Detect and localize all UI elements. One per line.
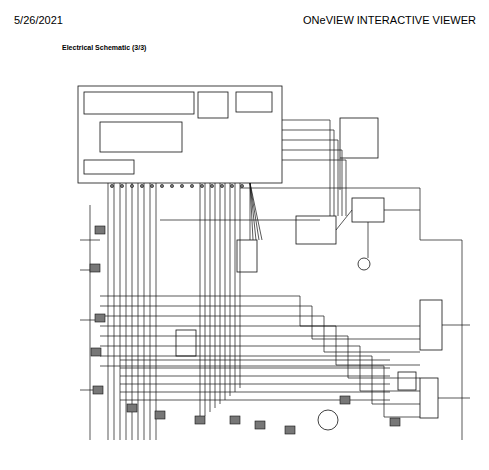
connector-block bbox=[420, 300, 442, 350]
wire bbox=[200, 183, 201, 420]
connector-plug bbox=[340, 396, 350, 404]
wire bbox=[144, 183, 145, 440]
switch bbox=[176, 330, 196, 356]
wire bbox=[120, 392, 390, 393]
connector-plug bbox=[95, 226, 105, 234]
wire bbox=[100, 366, 420, 417]
wire bbox=[205, 183, 206, 416]
battery bbox=[352, 198, 384, 222]
connector-plug bbox=[93, 386, 103, 394]
wire bbox=[100, 316, 420, 352]
wire-junction bbox=[210, 184, 213, 187]
connector-plug bbox=[95, 314, 105, 322]
connector-plug bbox=[255, 421, 265, 429]
connector bbox=[398, 372, 416, 390]
connector-plug bbox=[390, 418, 400, 426]
wire bbox=[126, 183, 127, 440]
wire bbox=[235, 183, 236, 392]
wire-junction bbox=[230, 184, 233, 187]
connector-plug bbox=[91, 348, 101, 356]
connector-plug bbox=[155, 411, 165, 419]
wire bbox=[438, 398, 470, 399]
wire bbox=[250, 183, 259, 240]
connector-plug bbox=[230, 416, 240, 424]
connector bbox=[84, 160, 134, 174]
wire-junction bbox=[190, 184, 193, 187]
wire-junction bbox=[140, 184, 143, 187]
wire-junction bbox=[150, 184, 153, 187]
schematic-title: Electrical Schematic (3/3) bbox=[62, 44, 146, 51]
wire bbox=[100, 356, 420, 404]
motor-symbol bbox=[318, 410, 338, 430]
wire-junction bbox=[180, 184, 183, 187]
wire bbox=[225, 183, 226, 400]
wire-junction bbox=[160, 184, 163, 187]
fuse-block bbox=[198, 92, 228, 118]
wire bbox=[220, 183, 221, 404]
wire bbox=[336, 210, 352, 230]
connector-plug bbox=[90, 264, 100, 272]
wire bbox=[250, 183, 256, 240]
wire-junction bbox=[130, 184, 133, 187]
connector-row bbox=[84, 92, 194, 114]
wire bbox=[230, 183, 231, 396]
connector-plug bbox=[195, 416, 205, 424]
connector-block bbox=[420, 378, 438, 418]
wire bbox=[160, 220, 320, 221]
wire bbox=[114, 183, 115, 440]
wire bbox=[240, 183, 241, 388]
wire bbox=[210, 183, 211, 412]
wire bbox=[250, 183, 262, 240]
wire bbox=[215, 183, 216, 408]
wire bbox=[120, 183, 121, 440]
wire bbox=[156, 183, 157, 440]
module bbox=[340, 118, 378, 158]
wire bbox=[442, 325, 470, 326]
wire bbox=[108, 183, 109, 440]
wire bbox=[100, 306, 420, 339]
wire-junction bbox=[220, 184, 223, 187]
wire-junction bbox=[240, 184, 243, 187]
wire bbox=[150, 183, 151, 440]
wire bbox=[132, 183, 133, 440]
connector-plug bbox=[285, 426, 295, 434]
wire bbox=[100, 296, 420, 326]
connector-plug bbox=[127, 404, 137, 412]
viewer-name: ONeVIEW INTERACTIVE VIEWER bbox=[303, 14, 476, 26]
wire bbox=[340, 158, 341, 190]
wire bbox=[368, 222, 369, 258]
wire bbox=[80, 240, 100, 241]
wire bbox=[120, 360, 390, 361]
wire-junction bbox=[200, 184, 203, 187]
wire bbox=[240, 188, 462, 440]
wire bbox=[120, 368, 390, 369]
print-date: 5/26/2021 bbox=[14, 14, 63, 26]
ground-symbol bbox=[358, 258, 370, 270]
wire bbox=[282, 140, 338, 216]
controller-housing bbox=[78, 86, 282, 183]
wire-junction bbox=[120, 184, 123, 187]
wire bbox=[120, 384, 390, 385]
wire bbox=[120, 376, 390, 377]
wire-junction bbox=[170, 184, 173, 187]
wire bbox=[282, 120, 330, 216]
relay-block bbox=[100, 122, 182, 152]
wire bbox=[138, 183, 139, 440]
wire bbox=[282, 130, 334, 216]
connector bbox=[236, 92, 272, 112]
wire bbox=[384, 210, 420, 211]
wire-junction bbox=[110, 184, 113, 187]
